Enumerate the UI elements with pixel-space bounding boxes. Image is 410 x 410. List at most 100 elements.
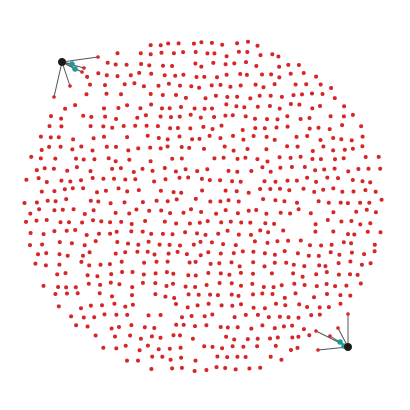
graph-node bbox=[126, 241, 130, 246]
graph-node bbox=[130, 270, 135, 274]
graph-node bbox=[354, 209, 359, 214]
graph-node bbox=[336, 176, 340, 181]
graph-node bbox=[153, 281, 158, 286]
graph-node bbox=[260, 323, 265, 328]
graph-node bbox=[245, 337, 250, 342]
graph-node bbox=[358, 281, 363, 286]
graph-node bbox=[160, 106, 164, 111]
graph-node bbox=[291, 262, 296, 267]
graph-node bbox=[195, 169, 200, 174]
graph-node bbox=[329, 242, 334, 247]
graph-node bbox=[67, 220, 71, 225]
graph-node bbox=[338, 301, 343, 306]
graph-node bbox=[285, 144, 290, 149]
graph-node bbox=[95, 190, 99, 195]
graph-node bbox=[160, 231, 165, 236]
graph-node bbox=[255, 344, 260, 349]
graph-node bbox=[197, 220, 202, 225]
graph-node bbox=[174, 302, 178, 306]
graph-node bbox=[115, 240, 120, 244]
graph-node bbox=[226, 168, 231, 173]
graph-node bbox=[367, 200, 372, 205]
graph-node bbox=[286, 238, 291, 243]
graph-node bbox=[281, 324, 286, 329]
graph-node bbox=[233, 367, 238, 372]
graph-node bbox=[242, 105, 247, 110]
graph-node bbox=[281, 228, 286, 233]
graph-node bbox=[261, 197, 266, 202]
graph-node bbox=[156, 347, 161, 352]
graph-node bbox=[265, 159, 270, 164]
graph-node bbox=[235, 41, 240, 46]
graph-node bbox=[230, 113, 235, 118]
graph-node bbox=[275, 117, 280, 122]
graph-node bbox=[264, 147, 269, 152]
graph-node bbox=[250, 281, 255, 286]
graph-node bbox=[288, 102, 293, 106]
graph-node bbox=[144, 123, 149, 128]
graph-node bbox=[238, 179, 243, 184]
graph-node bbox=[140, 200, 145, 205]
graph-node bbox=[314, 329, 318, 333]
graph-node bbox=[257, 93, 262, 98]
graph-node bbox=[368, 180, 373, 185]
graph-node bbox=[84, 233, 89, 237]
graph-node bbox=[28, 243, 32, 248]
graph-node bbox=[209, 83, 214, 88]
graph-node bbox=[332, 96, 337, 101]
graph-node bbox=[229, 292, 234, 297]
graph-node bbox=[275, 239, 280, 244]
graph-node bbox=[113, 62, 118, 67]
graph-node bbox=[262, 264, 267, 269]
graph-node bbox=[211, 60, 216, 65]
graph-node bbox=[147, 63, 152, 68]
graph-node bbox=[178, 345, 183, 350]
graph-node bbox=[349, 250, 354, 255]
graph-node bbox=[130, 285, 135, 290]
graph-node bbox=[325, 175, 330, 180]
graph-node bbox=[316, 348, 320, 352]
graph-node bbox=[287, 188, 292, 193]
graph-node bbox=[114, 229, 119, 234]
graph-node bbox=[342, 147, 347, 152]
graph-node bbox=[220, 346, 225, 351]
graph-node bbox=[323, 264, 328, 269]
graph-node bbox=[239, 302, 243, 307]
graph-node bbox=[233, 243, 238, 248]
graph-node bbox=[225, 228, 230, 233]
graph-node bbox=[198, 115, 203, 120]
graph-node bbox=[192, 369, 197, 373]
graph-node bbox=[74, 165, 79, 170]
graph-node bbox=[164, 284, 169, 288]
graph-node bbox=[349, 219, 354, 223]
graph-node bbox=[314, 284, 319, 289]
graph-node bbox=[368, 221, 373, 226]
graph-node bbox=[88, 124, 93, 129]
graph-node bbox=[360, 134, 365, 139]
graph-node bbox=[307, 116, 312, 120]
graph-node bbox=[279, 283, 284, 288]
graph-node bbox=[190, 336, 195, 341]
graph-node bbox=[153, 292, 158, 297]
graph-node bbox=[183, 167, 188, 172]
graph-node bbox=[193, 61, 198, 66]
graph-node bbox=[125, 358, 129, 363]
graph-node bbox=[183, 95, 188, 100]
graph-node bbox=[258, 228, 263, 233]
graph-node bbox=[225, 325, 230, 330]
graph-node bbox=[276, 54, 281, 59]
graph-node bbox=[318, 104, 322, 108]
graph-node bbox=[286, 62, 291, 67]
graph-node bbox=[206, 301, 211, 306]
graph-node bbox=[248, 220, 253, 225]
graph-node bbox=[195, 303, 200, 308]
graph-node bbox=[155, 124, 160, 129]
graph-node bbox=[208, 292, 213, 297]
graph-node bbox=[57, 252, 62, 257]
graph-node bbox=[34, 218, 39, 223]
graph-node bbox=[273, 179, 278, 184]
graph-node bbox=[148, 145, 153, 150]
graph-node bbox=[208, 199, 213, 204]
graph-node bbox=[179, 190, 184, 195]
graph-node bbox=[140, 166, 145, 171]
